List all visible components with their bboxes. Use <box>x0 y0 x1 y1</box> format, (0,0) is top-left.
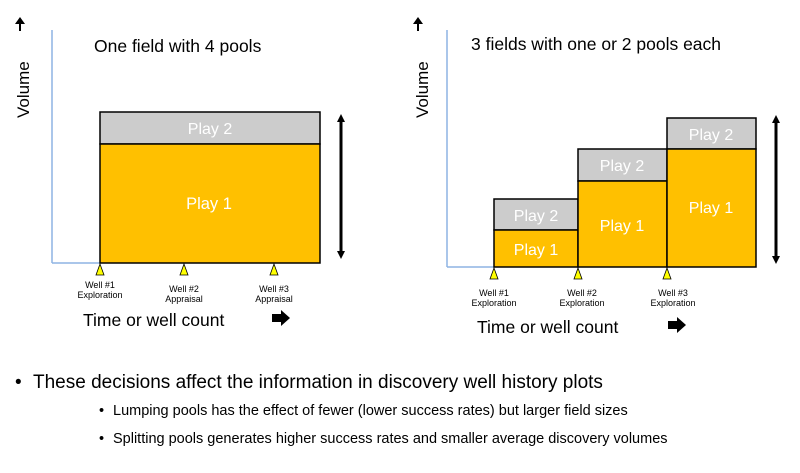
field1-play1-block <box>493 229 579 268</box>
diagram: Volume One field with 4 pools Play 2 Pla… <box>14 17 780 337</box>
field3-play1-label: Play 1 <box>689 200 734 217</box>
left-y-axis-label: Volume <box>14 61 33 118</box>
bullet-sub-2: • Splitting pools generates higher succe… <box>99 431 793 448</box>
right-x-arrow-icon <box>668 317 686 333</box>
left-well2-name: Well #2 <box>169 284 199 294</box>
field3-play1-block <box>666 148 757 268</box>
right-well3-type: Exploration <box>650 298 695 308</box>
right-y-arrow-icon <box>413 17 423 31</box>
left-well3-name: Well #3 <box>259 284 289 294</box>
field1-play1-label: Play 1 <box>514 242 559 259</box>
right-well2-type: Exploration <box>559 298 604 308</box>
field1-play2-label: Play 2 <box>514 208 559 225</box>
left-well1-marker-icon <box>95 262 105 276</box>
left-well1-type: Exploration <box>77 290 122 300</box>
field2-play1-block <box>577 180 668 268</box>
left-well2-type: Appraisal <box>165 294 203 304</box>
field2-play2-label: Play 2 <box>600 158 645 175</box>
field3-play2-label: Play 2 <box>689 127 734 144</box>
right-well3-name: Well #3 <box>658 288 688 298</box>
right-well1-name: Well #1 <box>479 288 509 298</box>
left-x-arrow-icon <box>272 310 290 326</box>
right-panel: Volume 3 fields with one or 2 pools each… <box>413 17 780 337</box>
bullet-main-text: These decisions affect the information i… <box>33 372 603 393</box>
left-panel: Volume One field with 4 pools Play 2 Pla… <box>14 17 345 330</box>
bullet-sub-1: • Lumping pools has the effect of fewer … <box>99 403 793 420</box>
left-well3-marker-icon <box>269 262 279 276</box>
bullet-sub-2-text: Splitting pools generates higher success… <box>113 431 668 447</box>
right-well1-marker-icon <box>489 266 499 280</box>
bullet-main: • These decisions affect the information… <box>15 371 797 395</box>
left-x-axis-label: Time or well count <box>83 310 224 330</box>
right-well2-marker-icon <box>573 266 583 280</box>
bullet-dot-icon: • <box>99 403 105 419</box>
right-well1-type: Exploration <box>471 298 516 308</box>
left-well3-type: Appraisal <box>255 294 293 304</box>
right-well3-marker-icon <box>662 266 672 280</box>
left-play2-block <box>99 111 321 145</box>
field1-play2-block <box>493 198 579 231</box>
left-play1-label: Play 1 <box>186 195 232 213</box>
left-y-arrow-icon <box>15 17 25 31</box>
right-x-axis-label: Time or well count <box>477 317 618 337</box>
bullet-sub-1-text: Lumping pools has the effect of fewer (l… <box>113 403 628 419</box>
left-well2-marker-icon <box>179 262 189 276</box>
left-play2-label: Play 2 <box>188 121 233 138</box>
left-play1-block <box>99 143 321 264</box>
field2-play2-block <box>577 148 668 182</box>
right-panel-title: 3 fields with one or 2 pools each <box>471 34 721 54</box>
left-well1-name: Well #1 <box>85 280 115 290</box>
bullet-dot-icon: • <box>99 431 105 447</box>
field2-play1-label: Play 1 <box>600 218 645 235</box>
bullet-dot-icon: • <box>15 372 22 393</box>
field3-play2-block <box>666 117 757 150</box>
right-well2-name: Well #2 <box>567 288 597 298</box>
left-panel-title: One field with 4 pools <box>94 36 262 56</box>
right-y-axis-label: Volume <box>413 61 432 118</box>
